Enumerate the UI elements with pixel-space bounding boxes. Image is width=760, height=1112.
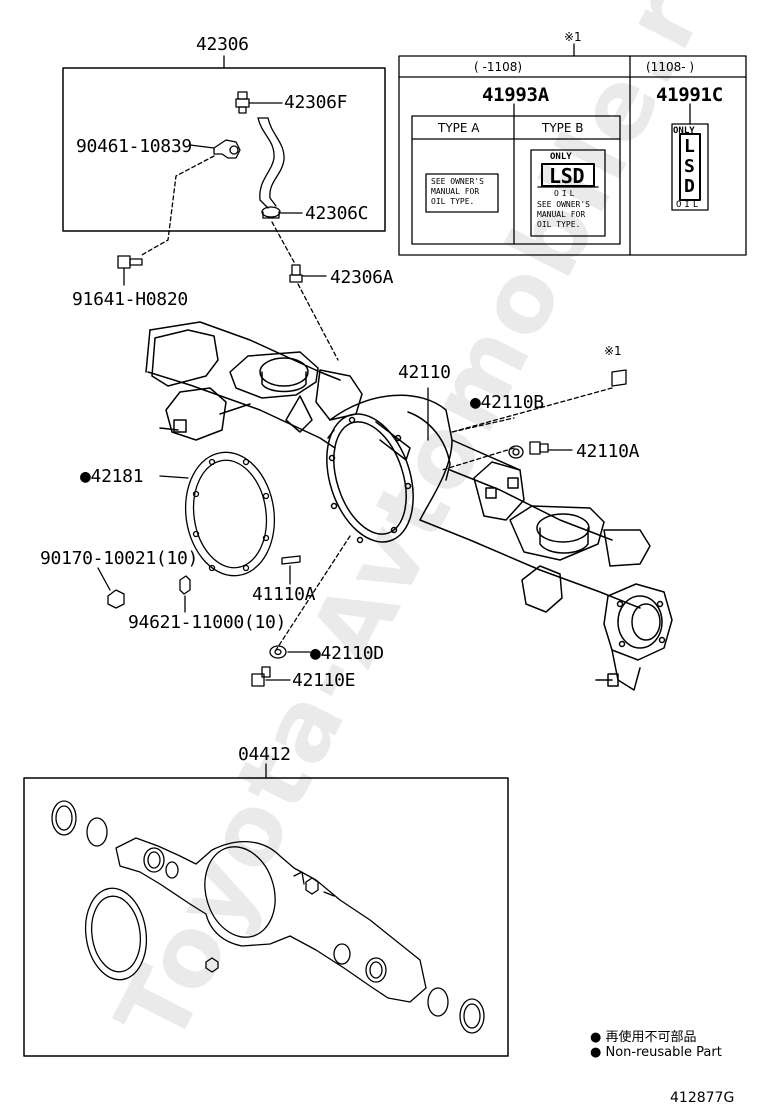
breather-plug-42306f: [235, 91, 283, 114]
caution-label-tag: [611, 369, 627, 387]
label-c-only: ONLY: [673, 126, 695, 136]
label-42110d: ●42110D: [310, 643, 384, 664]
label-91641-h0820: 91641-H0820: [72, 289, 188, 310]
union-42306a: [289, 264, 327, 283]
label-42181: ●42181: [80, 466, 144, 487]
gasket-42110b: [508, 445, 524, 459]
label-41110a: 41110A: [252, 584, 316, 605]
label-b-lsd: LSD: [549, 164, 585, 188]
label-90170-10021: 90170-10021(10): [40, 548, 199, 569]
legend-line-en-text: Non-reusable Part: [605, 1045, 722, 1060]
breather-group-frame: [62, 55, 386, 232]
type-b-header: TYPE B: [542, 121, 584, 135]
label-42306: 42306: [196, 34, 249, 55]
oil-label-table: [398, 43, 747, 256]
label-b-oil: OIL: [554, 189, 578, 198]
legend-line-en: ● Non-reusable Part: [590, 1045, 722, 1060]
leader-mark-label: [451, 387, 613, 433]
label-42110e: 42110E: [292, 670, 356, 691]
label-42306f: 42306F: [284, 92, 348, 113]
range-before-1108: ( -1108): [474, 60, 523, 74]
leader-union-housing: [271, 221, 339, 361]
nut-90170: [97, 567, 125, 609]
label-41991c: 41991C: [656, 84, 723, 106]
note-table-mark: ※1: [564, 30, 582, 44]
legend-line-ja: ● 再使用不可部品: [590, 1030, 697, 1045]
label-42306a: 42306A: [330, 267, 394, 288]
figure-id: 412877G: [670, 1090, 735, 1106]
label-42110a: 42110A: [576, 441, 640, 462]
label-c-oil: OIL: [676, 200, 702, 210]
label-c-s: S: [684, 156, 695, 177]
overhaul-kit-parts: [51, 800, 485, 1034]
washer-94621: [179, 575, 191, 613]
label-90461-10839: 90461-10839: [76, 136, 192, 157]
label-42306c: 42306C: [305, 203, 369, 224]
label-42181-text: 42181: [90, 466, 144, 487]
label-94621-11000: 94621-11000(10): [128, 612, 287, 633]
leader-bracket-bolt: [139, 155, 215, 257]
hose-clamp-42306c: [261, 206, 303, 219]
axle-housing-42110: [145, 321, 673, 691]
label-42110d-text: 42110D: [320, 643, 385, 664]
label-42110: 42110: [398, 362, 451, 383]
leader-drain: [275, 535, 351, 651]
bolt-91641: [117, 255, 143, 286]
label-04412: 04412: [238, 744, 291, 765]
overhaul-kit-frame: [23, 763, 509, 1057]
drain-plug-42110e: [251, 666, 291, 687]
breather-hose: [257, 117, 285, 209]
label-42110b: ●42110B: [470, 392, 544, 413]
label-c-d: D: [684, 176, 695, 197]
mark-note-1: ※1: [604, 344, 622, 358]
stud-41110a: [281, 555, 301, 585]
label-42110b-text: 42110B: [480, 392, 545, 413]
label-b-only: ONLY: [550, 152, 572, 162]
carrier-gasket-42181: [159, 451, 276, 577]
type-a-header: TYPE A: [438, 121, 480, 135]
label-a-text: SEE OWNER'S MANUAL FOR OIL TYPE.: [431, 177, 484, 206]
hose-bracket-90461: [189, 139, 241, 159]
plug-42110a: [529, 441, 573, 455]
label-c-l: L: [684, 136, 695, 157]
label-41993a: 41993A: [482, 84, 549, 106]
gasket-42110d: [269, 645, 311, 659]
legend-line-ja-text: 再使用不可部品: [605, 1030, 697, 1045]
label-b-text: SEE OWNER'S MANUAL FOR OIL TYPE.: [537, 200, 590, 229]
range-after-1108: (1108- ): [646, 60, 695, 74]
